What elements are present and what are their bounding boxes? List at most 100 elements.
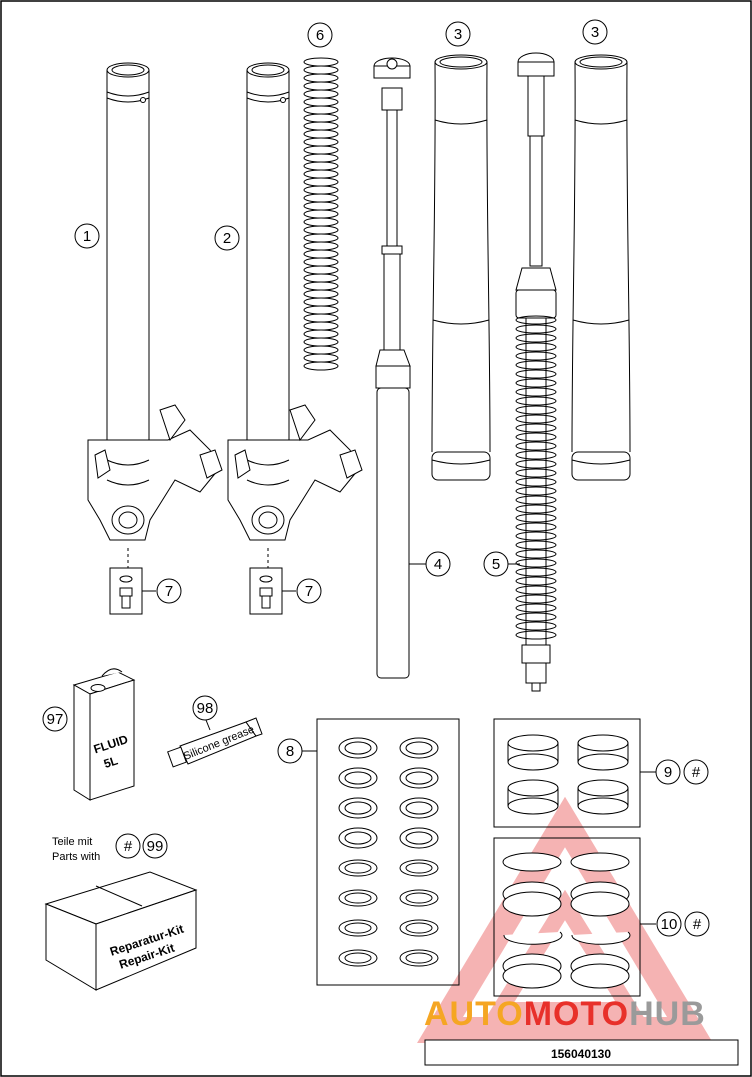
- damping-cartridge: [373, 57, 411, 679]
- seal-ring-inner: [405, 831, 433, 845]
- spring-coil: [303, 313, 339, 323]
- callout-circle-5: [483, 551, 509, 577]
- callout-hash-9: #: [692, 764, 701, 781]
- callout-circle-10: [656, 911, 682, 937]
- callout-5: 5: [492, 556, 500, 573]
- damper-spring: [515, 315, 557, 640]
- spring-coil: [303, 241, 339, 251]
- spring-coil: [515, 513, 557, 523]
- callout-3a: 3: [454, 26, 462, 43]
- spring-coil: [515, 315, 557, 325]
- spring-coil: [515, 333, 557, 343]
- fork-oil-can: [72, 668, 136, 801]
- watermark-logo: AUTOMOTOHUB: [424, 995, 706, 1033]
- callout-3b: 3: [591, 24, 599, 41]
- callout-circle-7a: [156, 578, 182, 604]
- callout-circle-3a: [445, 21, 471, 47]
- callout-circle-97: [42, 706, 68, 732]
- spring-coil: [515, 396, 557, 406]
- seal-ring-inner: [405, 862, 433, 874]
- watermark-text: AUTOMOTOHUB: [424, 995, 706, 1033]
- seal-ring-inner: [344, 741, 372, 755]
- callout-10: 10: [661, 916, 678, 933]
- spring-coil: [303, 89, 339, 99]
- seal-ring-inner: [344, 801, 372, 815]
- callout-hash-10: #: [693, 916, 702, 933]
- spring-coil: [303, 185, 339, 195]
- spring-coil: [515, 387, 557, 397]
- fork-seals: [502, 852, 631, 989]
- spring-coil: [303, 121, 339, 131]
- callout-8: 8: [286, 743, 294, 760]
- callout-circle-99: [142, 833, 168, 859]
- callout-circle-hash-99: [115, 833, 141, 859]
- spring-coil: [515, 594, 557, 604]
- spring-coil: [303, 161, 339, 171]
- seal-ring-inner: [405, 741, 433, 755]
- spring-coil: [515, 369, 557, 379]
- callout-2: 2: [223, 230, 231, 247]
- leader-line: [205, 719, 211, 731]
- spring-coil: [515, 585, 557, 595]
- spring-coil: [303, 57, 339, 67]
- parts-note-line1: Teile mit: [52, 836, 92, 848]
- callout-circle-3b: [582, 19, 608, 45]
- spring-coil: [303, 249, 339, 259]
- spring-coil: [303, 113, 339, 123]
- seal-ring-inner: [344, 922, 372, 934]
- spring-coil: [515, 549, 557, 559]
- seal-ring-inner: [344, 862, 372, 874]
- seal-ring-inner: [405, 892, 433, 904]
- spring-coil: [303, 145, 339, 155]
- seal-ring-inner: [405, 952, 433, 964]
- fork-sleeve-right: [571, 54, 631, 481]
- callout-circle-hash-9: [683, 759, 709, 785]
- seal-ring-inner: [344, 831, 372, 845]
- spring-coil: [303, 177, 339, 187]
- spring-coil: [515, 522, 557, 532]
- guide-bushings: [507, 734, 629, 815]
- diagram-number-box: [424, 1039, 739, 1066]
- callout-9: 9: [664, 764, 672, 781]
- bleed-screw-kit-right: [249, 567, 283, 615]
- callout-97: 97: [47, 711, 64, 728]
- callout-circle-1: [74, 223, 100, 249]
- spring-coil: [303, 361, 339, 371]
- callout-6: 6: [316, 27, 324, 44]
- seal-ring-inner: [405, 771, 433, 785]
- callout-99: 99: [147, 838, 164, 855]
- bleed-screw-kit-left: [109, 567, 143, 615]
- spring-coil: [303, 65, 339, 75]
- spring-coil: [303, 337, 339, 347]
- callout-4: 4: [434, 556, 442, 573]
- spring-coil: [515, 567, 557, 577]
- spring-coil: [303, 273, 339, 283]
- spring-coil: [303, 81, 339, 91]
- spring-coil: [303, 297, 339, 307]
- callout-7b: 7: [305, 583, 313, 600]
- callout-circle-2: [214, 225, 240, 251]
- spring-coil: [303, 201, 339, 211]
- seal-ring-inner: [344, 892, 372, 904]
- spring-coil: [515, 405, 557, 415]
- seal-ring-inner: [344, 952, 372, 964]
- spring-coil: [515, 540, 557, 550]
- spring-coil: [303, 281, 339, 291]
- spring-coil: [515, 414, 557, 424]
- spring-coil: [515, 324, 557, 334]
- callout-1: 1: [83, 228, 91, 245]
- spring-coil: [515, 351, 557, 361]
- spring-coil: [515, 621, 557, 631]
- spring-coil: [515, 432, 557, 442]
- parts-note-line2: Parts with: [52, 851, 100, 863]
- spring-coil: [303, 209, 339, 219]
- spring-coil: [303, 353, 339, 363]
- spring-coil: [303, 105, 339, 115]
- spring-coil: [515, 477, 557, 487]
- spring-coil: [515, 459, 557, 469]
- spring-coil: [515, 360, 557, 370]
- spring-coil: [303, 97, 339, 107]
- seal-ring-inner: [405, 801, 433, 815]
